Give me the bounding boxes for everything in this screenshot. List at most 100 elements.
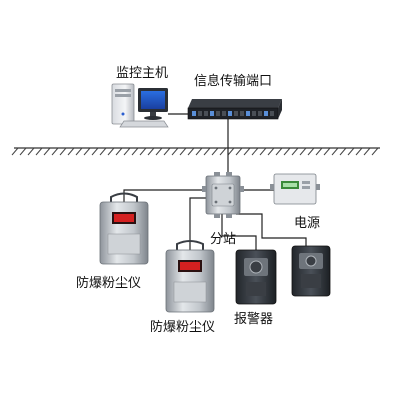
bolt-icon <box>214 200 218 204</box>
cable-dust-meter-2 <box>189 197 212 250</box>
ground-hatch-mark <box>155 147 163 156</box>
right-unit-panel <box>301 274 321 288</box>
label-dust-meter-1: 防爆粉尘仪 <box>76 276 142 291</box>
rack-port-icon <box>234 111 238 116</box>
rack-port-icon <box>210 111 214 116</box>
label-power: 电源 <box>294 216 321 231</box>
ground-hatch-mark <box>11 147 19 156</box>
ground-hatch-mark <box>283 147 291 156</box>
ground-hatch-mark <box>75 147 83 156</box>
ground-line <box>11 147 380 156</box>
monitor-stand <box>150 112 156 117</box>
rack-side <box>278 99 282 119</box>
ground-hatch-mark <box>83 147 91 156</box>
ground-hatch-mark <box>251 147 259 156</box>
cable-lines <box>123 113 307 250</box>
rack-port-icon <box>270 111 274 116</box>
ground-hatch-mark <box>139 147 147 156</box>
rack-port-icon <box>246 111 250 116</box>
dust-meter-2-body <box>165 249 215 313</box>
rack-port-icon <box>264 111 268 116</box>
rack-port-icon <box>198 111 202 116</box>
ground-hatch-mark <box>51 147 59 156</box>
cable-gland-icon <box>202 186 206 192</box>
monitor-screen <box>141 91 165 109</box>
substation-panel <box>211 183 235 207</box>
ground-hatch-mark <box>371 147 379 156</box>
ground-hatch-mark <box>115 147 123 156</box>
ground-hatch-mark <box>123 147 131 156</box>
power-vent <box>302 181 310 184</box>
dust-meter-1-body <box>99 201 149 265</box>
power-vent <box>302 186 310 189</box>
ground-hatch-mark <box>163 147 171 156</box>
bolt-icon <box>228 186 232 190</box>
ground-hatch-mark <box>67 147 75 156</box>
ground-hatch-mark <box>179 147 187 156</box>
cable-dust-meter-1 <box>123 189 206 202</box>
rack-port-icon <box>192 111 196 116</box>
rack-port-icon <box>252 111 256 116</box>
ground-hatch-mark <box>259 147 267 156</box>
label-host: 监控主机 <box>116 66 169 81</box>
ground-hatch-mark <box>19 147 27 156</box>
cable-gland-icon <box>214 214 220 218</box>
label-transmission-port: 信息传输端口 <box>194 74 273 89</box>
bolt-icon <box>214 186 218 190</box>
alarm-panel <box>246 282 266 296</box>
ground-hatch-mark <box>267 147 275 156</box>
ground-hatch-mark <box>275 147 283 156</box>
ground-hatch-mark <box>147 147 155 156</box>
dust-meter-1-display-digits <box>114 214 134 222</box>
cable-right-unit <box>236 213 307 246</box>
ground-hatch-mark <box>219 147 227 156</box>
ground-hatch-mark <box>187 147 195 156</box>
power-led-icon <box>121 112 125 116</box>
cable-gland-icon <box>226 172 232 176</box>
ground-hatch-mark <box>195 147 203 156</box>
cable-gland-icon <box>316 184 320 190</box>
cable-gland-icon <box>214 172 220 176</box>
dust-meter-2-display-digits <box>180 262 200 270</box>
cable-gland-icon <box>240 186 244 192</box>
monitor-base <box>144 116 162 120</box>
dust-meter-1-device <box>99 192 149 265</box>
ground-hatch-mark <box>299 147 307 156</box>
cable-gland-icon <box>270 184 274 190</box>
ground-hatch-mark <box>339 147 347 156</box>
dust-meter-1-panel <box>107 233 141 255</box>
cable-gland-icon <box>226 214 232 218</box>
ground-hatch-mark <box>99 147 107 156</box>
drive-bay <box>115 94 131 97</box>
cable-alarm <box>221 214 257 250</box>
ground-hatch-mark <box>243 147 251 156</box>
ground-hatch-mark <box>35 147 43 156</box>
host-computer <box>111 83 169 128</box>
rack-port-icon <box>222 111 226 116</box>
ground-hatch-mark <box>91 147 99 156</box>
ground-hatch-mark <box>203 147 211 156</box>
handle-icon <box>176 240 204 250</box>
power-display-glow <box>283 183 297 187</box>
label-alarm: 报警器 <box>234 312 274 327</box>
rack-port-icon <box>204 111 208 116</box>
handle-icon <box>110 192 138 203</box>
power-supply-box <box>270 173 320 205</box>
ground-hatch-mark <box>27 147 35 156</box>
ground-hatch-mark <box>331 147 339 156</box>
bolt-icon <box>228 200 232 204</box>
drive-bay <box>115 89 131 92</box>
ground-hatch-mark <box>291 147 299 156</box>
keyboard-icon <box>119 120 169 128</box>
ground-hatch-mark <box>211 147 219 156</box>
label-substation: 分站 <box>210 232 237 247</box>
rack-ports <box>192 111 274 116</box>
speaker-icon <box>305 255 317 267</box>
transmission-port-device <box>187 99 282 120</box>
ground-hatch-mark <box>43 147 51 156</box>
rack-port-icon <box>258 111 262 116</box>
ground-hatch-mark <box>235 147 243 156</box>
ground-hatch-mark <box>363 147 371 156</box>
